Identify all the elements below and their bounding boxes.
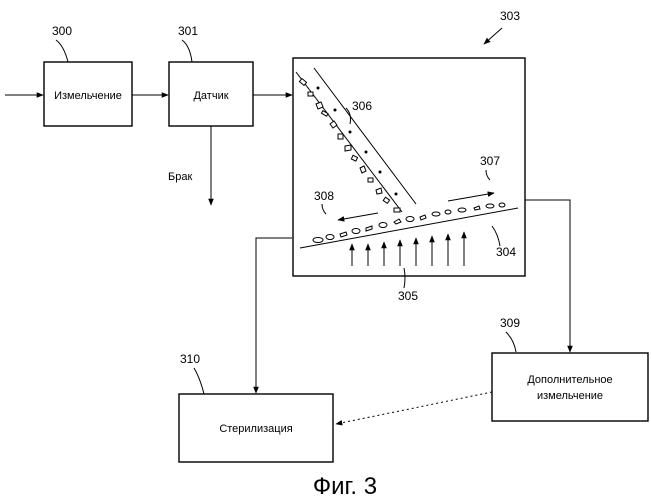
figure-caption: Фиг. 3 — [313, 473, 377, 500]
arrow-to-sterilization — [256, 238, 292, 393]
ref-303: 303 — [500, 9, 520, 23]
ref-306: 306 — [352, 99, 372, 113]
dotted-return-arrow — [336, 392, 492, 424]
ref-310: 310 — [180, 352, 200, 366]
sterilization-box: Стерилизация — [179, 394, 333, 462]
ref-line-300 — [56, 40, 68, 62]
ref-304: 304 — [496, 245, 516, 259]
ref-line-301 — [182, 40, 192, 62]
ref-301: 301 — [178, 24, 198, 38]
grinding-label: Измельчение — [54, 90, 122, 102]
reject-label: Брак — [168, 171, 192, 183]
ref-line-309 — [506, 332, 516, 352]
ref-line-305 — [404, 268, 405, 288]
sensor-box: Датчик — [169, 62, 253, 126]
ref-307: 307 — [480, 154, 500, 168]
extra-grinding-label-2: измельчение — [537, 390, 603, 402]
ref-300: 300 — [52, 24, 72, 38]
ref-line-310 — [194, 368, 204, 394]
grinding-box: Измельчение — [44, 62, 132, 126]
sensor-label: Датчик — [193, 90, 228, 102]
extra-grinding-box: Дополнительное измельчение — [492, 353, 648, 421]
extra-grinding-label-1: Дополнительное — [527, 374, 612, 386]
ref-arrow-303 — [484, 28, 502, 44]
ref-309: 309 — [500, 316, 520, 330]
arrow-to-extra-grinding — [525, 200, 570, 352]
ref-308: 308 — [314, 189, 334, 203]
ref-305: 305 — [398, 289, 418, 303]
sterilization-label: Стерилизация — [219, 423, 292, 435]
